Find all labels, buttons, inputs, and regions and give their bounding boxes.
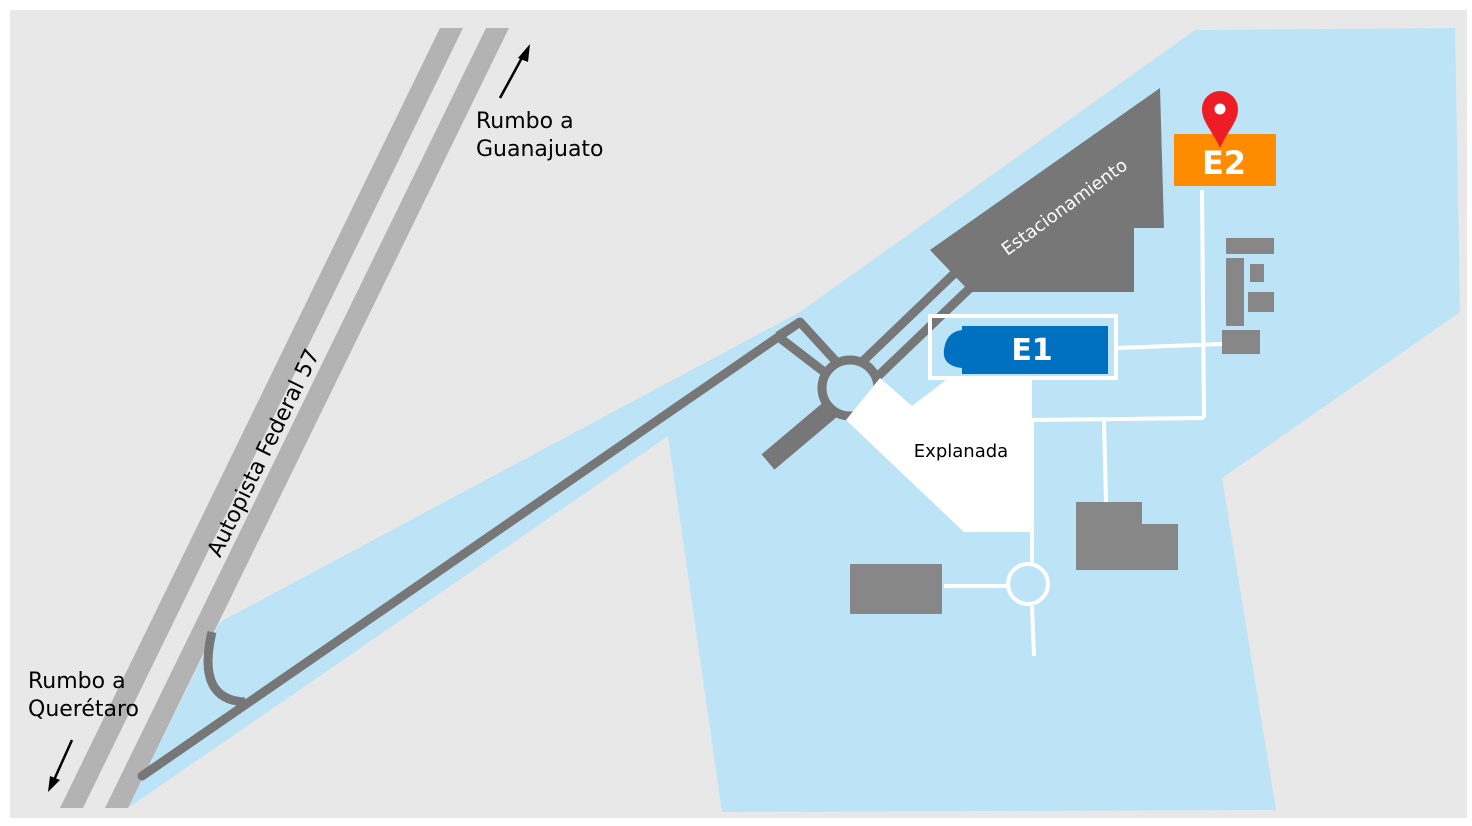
plaza-area xyxy=(846,378,1032,532)
parking-road-1 xyxy=(858,264,964,366)
building-e2[interactable]: E2 xyxy=(1174,134,1276,186)
building-e1[interactable]: E1 xyxy=(943,326,1108,374)
building-e1-label: E1 xyxy=(1011,333,1052,368)
arrow-up-right-icon xyxy=(498,44,530,99)
north-direction-line2: Guanajuato xyxy=(476,137,604,162)
plaza-label: Explanada xyxy=(914,441,1008,462)
location-pin-icon[interactable] xyxy=(1202,91,1238,148)
southwest-stub-road xyxy=(761,400,839,470)
north-direction-label: Rumbo a Guanajuato xyxy=(476,109,604,162)
highway-lane-left xyxy=(60,28,463,808)
parking-lot xyxy=(930,88,1164,292)
access-road xyxy=(137,317,805,781)
south-direction-label: Rumbo a Querétaro xyxy=(28,669,139,722)
highway-lane-right xyxy=(105,28,509,808)
parking-road-2 xyxy=(872,284,974,382)
north-direction-line1: Rumbo a xyxy=(476,109,574,134)
building-e2-label: E2 xyxy=(1202,144,1246,182)
south-direction-line1: Rumbo a xyxy=(28,669,126,694)
access-road-link xyxy=(775,318,803,340)
south-direction-line2: Querétaro xyxy=(28,697,139,722)
access-ramp xyxy=(203,630,246,707)
small-roundabout xyxy=(1006,562,1050,606)
walking-paths xyxy=(928,189,1223,657)
south-buildings xyxy=(850,502,1178,614)
east-buildings xyxy=(1222,238,1274,354)
arrow-down-left-icon xyxy=(48,739,74,792)
